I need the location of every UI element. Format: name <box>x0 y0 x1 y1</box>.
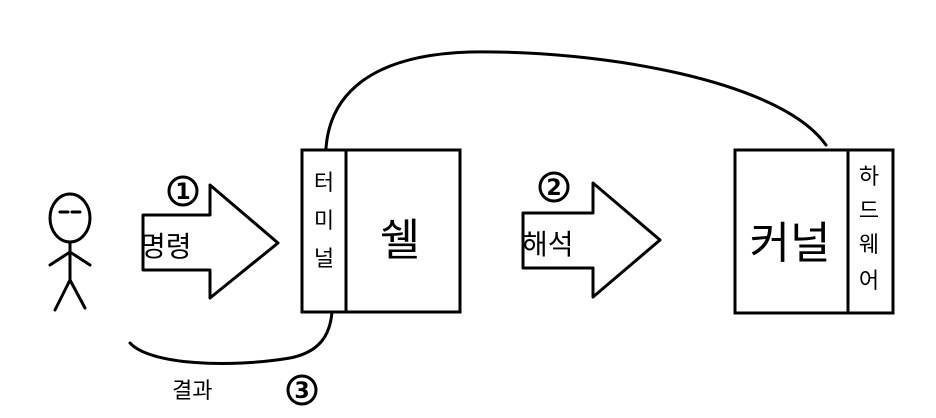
hardware-char-3: 웨 <box>859 233 879 258</box>
step1-number: 1 <box>175 180 190 205</box>
shell-label: 쉘 <box>380 215 420 266</box>
shell-box-outline <box>300 148 462 314</box>
step1-circle <box>167 175 199 207</box>
terminal-char-2: 미 <box>314 209 334 234</box>
terminal-char-1: 터 <box>314 171 334 196</box>
step2-circle <box>538 171 570 203</box>
top-connection-curve <box>324 50 828 150</box>
step2-number: 2 <box>546 176 561 201</box>
kernel-label: 커널 <box>750 218 831 269</box>
kernel-hardware-box: 커널 하 드 웨 어 <box>733 148 895 315</box>
command-arrow: 1 명령 <box>140 175 280 300</box>
user-arms <box>48 250 92 267</box>
step3-circle <box>286 374 318 406</box>
result-curve <box>128 310 334 365</box>
terminal-char-3: 널 <box>314 247 334 272</box>
interpret-label: 해석 <box>522 228 574 261</box>
user-legs <box>53 278 87 312</box>
step3-number: 3 <box>294 379 309 404</box>
user-figure <box>48 192 92 312</box>
user-head <box>48 192 92 244</box>
hardware-char-2: 드 <box>859 199 879 224</box>
kernel-box-outline <box>733 148 895 315</box>
command-label: 명령 <box>140 230 192 263</box>
interpret-arrow: 2 해석 <box>521 171 662 299</box>
terminal-shell-box: 터 미 널 쉘 <box>300 148 462 314</box>
hardware-char-4: 어 <box>859 269 879 294</box>
result-label: 결과 <box>172 379 212 404</box>
hardware-char-1: 하 <box>859 165 879 190</box>
